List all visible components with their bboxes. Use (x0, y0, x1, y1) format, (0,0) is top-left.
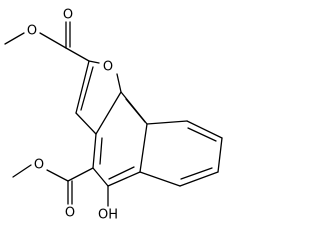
atom-label-ester-oxygen-top: O (27, 24, 37, 39)
bond-c9-c10-double (187, 127, 217, 142)
furan-ring (75, 60, 122, 135)
bond-methyl-ester-top (4, 32, 25, 45)
atom-label-carbonyl-oxygen-bottom: O (65, 206, 75, 221)
bond-c2-o-furan (88, 60, 100, 64)
bond-c4-c3a-double (99, 137, 103, 165)
bond-c2-c3 (75, 60, 90, 114)
atom-label-hydroxyl: OH (98, 208, 118, 223)
bond-c9-c10 (186, 120, 223, 139)
bond-carbonyl-bottom-ester-o (46, 169, 69, 182)
bond-c3-c3a (75, 112, 97, 135)
bond-c8a-c7a-double (125, 98, 146, 123)
bond-c4-carbonyl-bottom (67, 167, 94, 182)
bond-c3a-c7a (95, 91, 122, 135)
bond-c10-c11 (217, 137, 223, 173)
top-ester-group (4, 21, 90, 62)
bottom-ester-group (12, 164, 94, 205)
bond-c12-c4a (139, 171, 181, 187)
atom-label-carbonyl-oxygen-top: O (63, 8, 73, 23)
bond-ester-o-carbonyl-top (39, 32, 67, 49)
bond-ester-o-methyl-bottom (12, 164, 32, 178)
bond-c11-c12 (179, 171, 219, 187)
bond-c8a-c4a (139, 123, 148, 173)
bond-c2-c3-double (80, 66, 94, 111)
chemical-structure: O O O O O OH (4, 8, 223, 223)
bond-c4-c3a (92, 133, 97, 169)
bond-c11-c12-double (180, 167, 213, 180)
bond-c4a-c5-double (108, 166, 135, 180)
bond-o-furan-c7a (116, 73, 122, 93)
atom-label-furan-oxygen: O (103, 60, 113, 75)
atom-label-ester-oxygen-bottom: O (34, 158, 44, 173)
bond-c4a-c5 (107, 171, 141, 187)
central-ring (92, 91, 148, 187)
right-ring (125, 98, 223, 187)
bond-c8a-c9 (146, 120, 188, 125)
bond-carbonyl-top-to-ring (65, 47, 90, 62)
bond-c5-c4 (92, 167, 109, 187)
